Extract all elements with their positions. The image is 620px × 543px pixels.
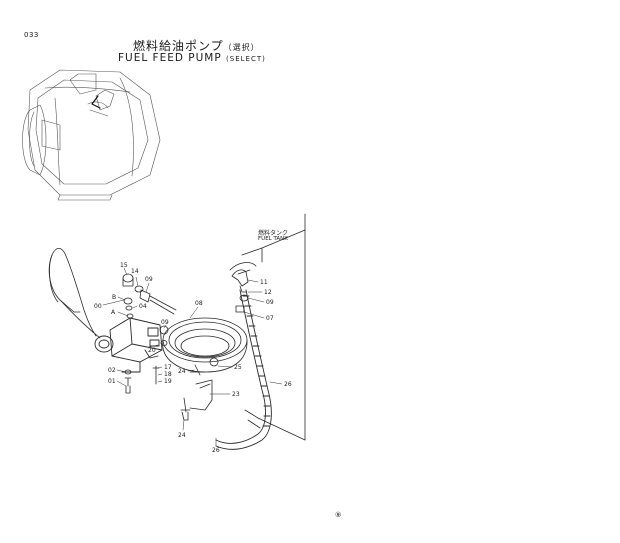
callout-02: 02 [108,367,116,374]
callout-09-coil: 09 [161,319,169,326]
fuel-hose [215,289,272,450]
callout-01: 01 [108,378,116,385]
fuel-tank-label-english: FUEL TANK [258,236,288,242]
title-english: FUEL FEED PUMP (SELECT) [118,52,266,64]
callout-11: 11 [260,279,268,286]
callout-B: B [112,294,116,301]
footer-mark: ⑨ [335,511,342,519]
callout-09-tank: 09 [266,299,274,306]
leader-lines [102,267,283,447]
fuel-tank-label-japanese: 燃料タンク [258,230,289,237]
title-japanese-main: 燃料給油ポンプ [133,39,224,53]
callout-15: 15 [120,262,128,269]
callout-09-pump: 09 [145,276,153,283]
callout-14: 14 [131,268,139,275]
callout-24-upper: 24 [178,368,186,375]
machine-overview-figure [22,69,161,201]
callout-25: 25 [234,364,242,371]
title-english-main: FUEL FEED PUMP [118,52,222,64]
title-japanese: 燃料給油ポンプ（選択） [133,37,260,54]
callout-19: 19 [164,378,172,385]
callout-20: 20 [148,347,156,354]
suction-pipe [149,295,177,315]
fuel-pump-body [94,317,163,373]
callout-23: 23 [232,391,240,398]
title-japanese-paren: （選択） [223,43,260,52]
callout-04: 04 [139,303,147,310]
callout-24-lower: 24 [178,432,186,439]
title-english-paren: (SELECT) [226,55,266,63]
coiled-hose [162,317,248,373]
callout-26-hose: 26 [284,381,292,388]
callout-18: 18 [164,371,172,378]
callout-08: 08 [195,300,203,307]
callout-17: 17 [164,364,172,371]
tank-fittings [231,269,249,313]
callout-07: 07 [266,315,274,322]
callout-00: 00 [94,303,102,310]
callout-26-bottom: 26 [212,447,220,454]
electrical-cord [48,247,101,339]
page-number: 033 [24,31,39,39]
fuel-tank-outline [229,213,306,441]
callout-labels: 15 14 09 00 B 04 A 08 09 20 02 01 17 18 … [94,262,292,454]
callout-A: A [111,309,116,316]
fittings [122,273,219,421]
callout-12: 12 [264,289,272,296]
